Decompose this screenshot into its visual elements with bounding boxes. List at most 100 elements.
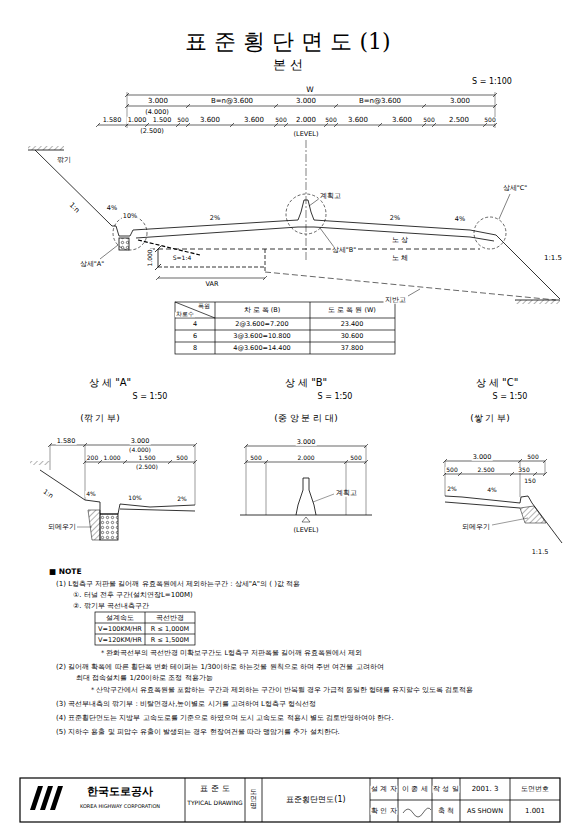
title-block-text: KOREA HIGHWAY CORPORATION [79,804,161,809]
drawing-label: 되메우기 [47,524,77,531]
title-block-text: 한국도로공사 [86,786,154,797]
title-block-text: 축 척 [437,808,455,815]
dimension-line [158,278,265,279]
dimension-tick [432,123,436,127]
drawing-title: 표 준 횡 단 면 도 (1) [184,31,391,53]
dimension-tick [334,104,338,108]
drawing-label: 계획고 [319,193,342,200]
dimension-tick [145,123,149,127]
table-cell: 4@3.600=14.400 [232,345,291,352]
dimension-line [85,462,195,463]
note-text: * 완화곡선부의 곡선반경 미확보구간도 L형측구 저판폭을 길어깨 유효폭원에… [100,650,363,657]
table-cell: 30.600 [340,333,365,340]
table-cell: R ≤ 1,000M [150,625,190,632]
drawing-label: 상세"B" [331,247,357,254]
detail-title: 상 세 "C" [475,378,520,388]
dimension-line [246,462,366,463]
dimension-tick [83,443,87,447]
drawing-label: 1:1.5 [543,255,563,262]
drawing-label: S=1:4 [172,255,193,261]
dimension-text: 1.000 [102,455,121,461]
dimension-text: 3.000 [449,98,471,105]
table-cell: 2@3.600=7.200 [234,321,289,328]
dimension-text: 350 [517,467,530,473]
drawing-label: 노 상 [391,237,409,244]
dimension-text: 3.600 [243,117,265,124]
dimension-text: 500 [483,117,496,123]
table-cell: R ≤ 1,500M [150,636,190,643]
dimension-text: 500 [422,117,435,123]
dimension-tick [193,443,197,447]
dimension-text: 3.000 [472,454,493,461]
dimension-text: 500 [349,455,362,461]
notes-table [95,612,195,645]
note-text: (1) L형측구 저판을 길어깨 유효폭원에서 제외하는구간 : 상세"A"의 … [55,581,301,588]
dimension-text: 2.000 [295,117,317,124]
dimension-text: 1.000 [127,117,148,124]
detail-title: (깎 기 부) [79,414,121,423]
drawing-label: (LEVEL) [293,527,320,534]
dimension-tick [364,444,368,448]
dimension-text: (4.000) [144,109,170,116]
dimension-text: 500 [445,467,458,473]
detail-title: (쌓 기 부) [469,414,511,423]
dimension-tick [193,460,197,464]
dimension-tick [186,123,190,127]
dimension-text: B=n@3.600 [210,98,254,105]
dimension-line [445,461,545,462]
scale-text: S = 1:50 [317,393,354,401]
table-cell: 37.800 [340,345,365,352]
dimension-text: 200 [86,455,99,461]
table-cell: 도 로 폭 원 (W) [327,307,377,314]
title-block-text: 확 인 자 [370,808,397,815]
dimension-tick [263,276,267,280]
table-cell: 4 [192,321,198,328]
table-cell: 23.400 [340,321,365,328]
dimension-text: VAR [205,281,220,288]
dimension-text: 2.500 [448,117,470,124]
title-block-text: 1.001 [524,808,546,815]
dimension-text: B=n@3.600 [358,98,402,105]
title-block-text: 도면명 [250,789,257,810]
dimension-tick [125,123,129,127]
dimension-text: 3.000 [295,98,317,105]
dimension-tick [483,123,487,127]
dimension-tick [510,472,514,476]
drawing-label: 10% [127,495,142,501]
dimension-text: 2.500 [476,467,495,473]
dimension-text: W [305,86,314,94]
drawing-label: 4% [85,491,97,497]
dimension-tick [443,459,447,463]
dimension-text: (2.500) [135,464,159,470]
dimension-text: (2.500) [139,128,165,135]
drawing-label: 계획고 [335,490,358,497]
dimension-text: 500 [324,117,337,123]
dimension-tick [334,123,338,127]
title-block-text: 설 계 자 [370,786,397,793]
dimension-line [50,445,195,446]
dimension-tick [422,123,426,127]
detail-title: 상 세 "B" [284,378,328,388]
drawing-label: 4% [486,487,498,493]
drawing-label: 2% [389,215,401,222]
dimension-tick [518,459,522,463]
title-block [20,778,560,822]
dimension-text: 500 [176,117,189,123]
main-section [28,92,560,304]
sheet-subtitle: 본 선 [272,58,304,71]
dimension-text: 3.000 [147,98,169,105]
dimension-tick [543,472,547,476]
table-cell: V=100KM/HR [97,625,143,632]
note-text: ②. 깎기부 곡선내측구간 [72,603,150,610]
note-text: (2) 길어깨 확폭에 따른 횡단폭 변화 테이퍼는 1/30이하로 하는것을 … [55,664,385,671]
table-cell: 6 [192,333,198,340]
dimension-tick [378,123,382,127]
drawing-label: 10% [122,213,138,220]
dimension-tick [274,104,278,108]
drawing-label: 2% [176,496,188,502]
note-text: 최대 접속설치를 1/20이하로 조정 적용가능 [75,675,214,682]
note-text: (5) 지하수 용출 및 피압수 유출이 발생되는 경우 현장여건을 따라 맹암… [55,729,341,736]
detail-a [30,445,195,540]
dimension-text: 3.600 [347,117,369,124]
